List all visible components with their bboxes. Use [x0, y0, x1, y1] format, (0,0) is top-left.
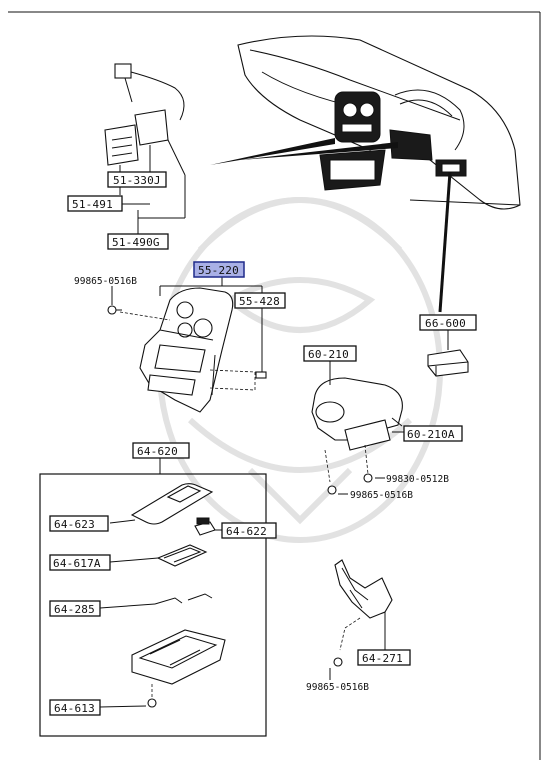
svg-text:64-613: 64-613 — [54, 702, 95, 715]
callout-60-210[interactable]: 60-210 — [303, 345, 357, 362]
callout-51-490g[interactable]: 51-490G — [107, 233, 169, 250]
screw-icon — [327, 485, 337, 495]
tray-64-613-illustration — [131, 629, 226, 685]
steering-cover-illustration — [311, 377, 403, 451]
svg-text:66-600: 66-600 — [425, 317, 466, 330]
group-box-64-620 — [39, 473, 267, 737]
screw-icon — [107, 305, 122, 315]
dash-lower-screw — [324, 449, 331, 483]
dash-55-428 — [209, 369, 256, 391]
console-panel-illustration — [139, 287, 234, 413]
callout-66-600[interactable]: 66-600 — [419, 314, 477, 331]
svg-text:51-491: 51-491 — [72, 198, 113, 211]
screw-icon — [147, 698, 157, 708]
fastener-label-99865-0516b[interactable]: 99865-0516B — [74, 276, 137, 287]
svg-text:51-490G: 51-490G — [112, 236, 160, 249]
dash-55-220-screw — [119, 311, 171, 321]
callout-64-271[interactable]: 64-271 — [357, 649, 411, 666]
switch-assembly-illustration — [104, 63, 186, 234]
screw-icon — [333, 657, 343, 667]
dashboard-illustration — [237, 35, 521, 210]
callout-55-220[interactable]: 55-220 — [193, 261, 245, 278]
svg-text:60-210: 60-210 — [308, 348, 349, 361]
svg-text:64-285: 64-285 — [54, 603, 95, 616]
lid-64-623-illustration — [130, 483, 214, 525]
clip-64-622-illustration — [194, 517, 216, 536]
svg-text:51-330J: 51-330J — [113, 174, 161, 187]
callout-64-617a[interactable]: 64-617A — [49, 554, 111, 571]
mat-64-617a-illustration — [156, 544, 208, 567]
callout-64-622[interactable]: 64-622 — [221, 522, 277, 539]
callout-64-623[interactable]: 64-623 — [49, 515, 109, 532]
pointer-wedge-mid — [240, 142, 398, 160]
callout-64-613[interactable]: 64-613 — [49, 699, 101, 716]
clip-55-428 — [255, 371, 267, 379]
callout-64-285[interactable]: 64-285 — [49, 600, 101, 617]
callout-51-330j[interactable]: 51-330J — [107, 171, 167, 188]
svg-text:55-220: 55-220 — [198, 264, 239, 277]
callout-51-491[interactable]: 51-491 — [67, 195, 123, 212]
pointer-wedge-left — [210, 138, 335, 165]
fastener-label-99865-0516b[interactable]: 99865-0516B — [306, 682, 369, 693]
dash-64-271-screw — [339, 617, 361, 651]
callout-60-210a[interactable]: 60-210A — [403, 425, 463, 442]
wire-64-285-illustration — [154, 593, 213, 605]
svg-text:64-623: 64-623 — [54, 518, 95, 531]
fastener-label-99830-0512b[interactable]: 99830-0512B — [386, 474, 449, 485]
svg-text:64-617A: 64-617A — [53, 557, 101, 570]
callout-64-620[interactable]: 64-620 — [132, 442, 190, 459]
pointer-line-66-600 — [438, 171, 452, 313]
fastener-label-99865-0516b[interactable]: 99865-0516B — [350, 490, 413, 501]
svg-text:64-271: 64-271 — [362, 652, 403, 665]
svg-text:64-622: 64-622 — [226, 525, 267, 538]
screw-icon — [363, 473, 373, 483]
callout-55-428[interactable]: 55-428 — [234, 292, 286, 309]
svg-text:60-210A: 60-210A — [407, 428, 455, 441]
bracket-64-271-illustration — [334, 559, 393, 619]
svg-text:55-428: 55-428 — [239, 295, 280, 308]
module-66-600-illustration — [427, 349, 469, 377]
svg-text:64-620: 64-620 — [137, 445, 178, 458]
